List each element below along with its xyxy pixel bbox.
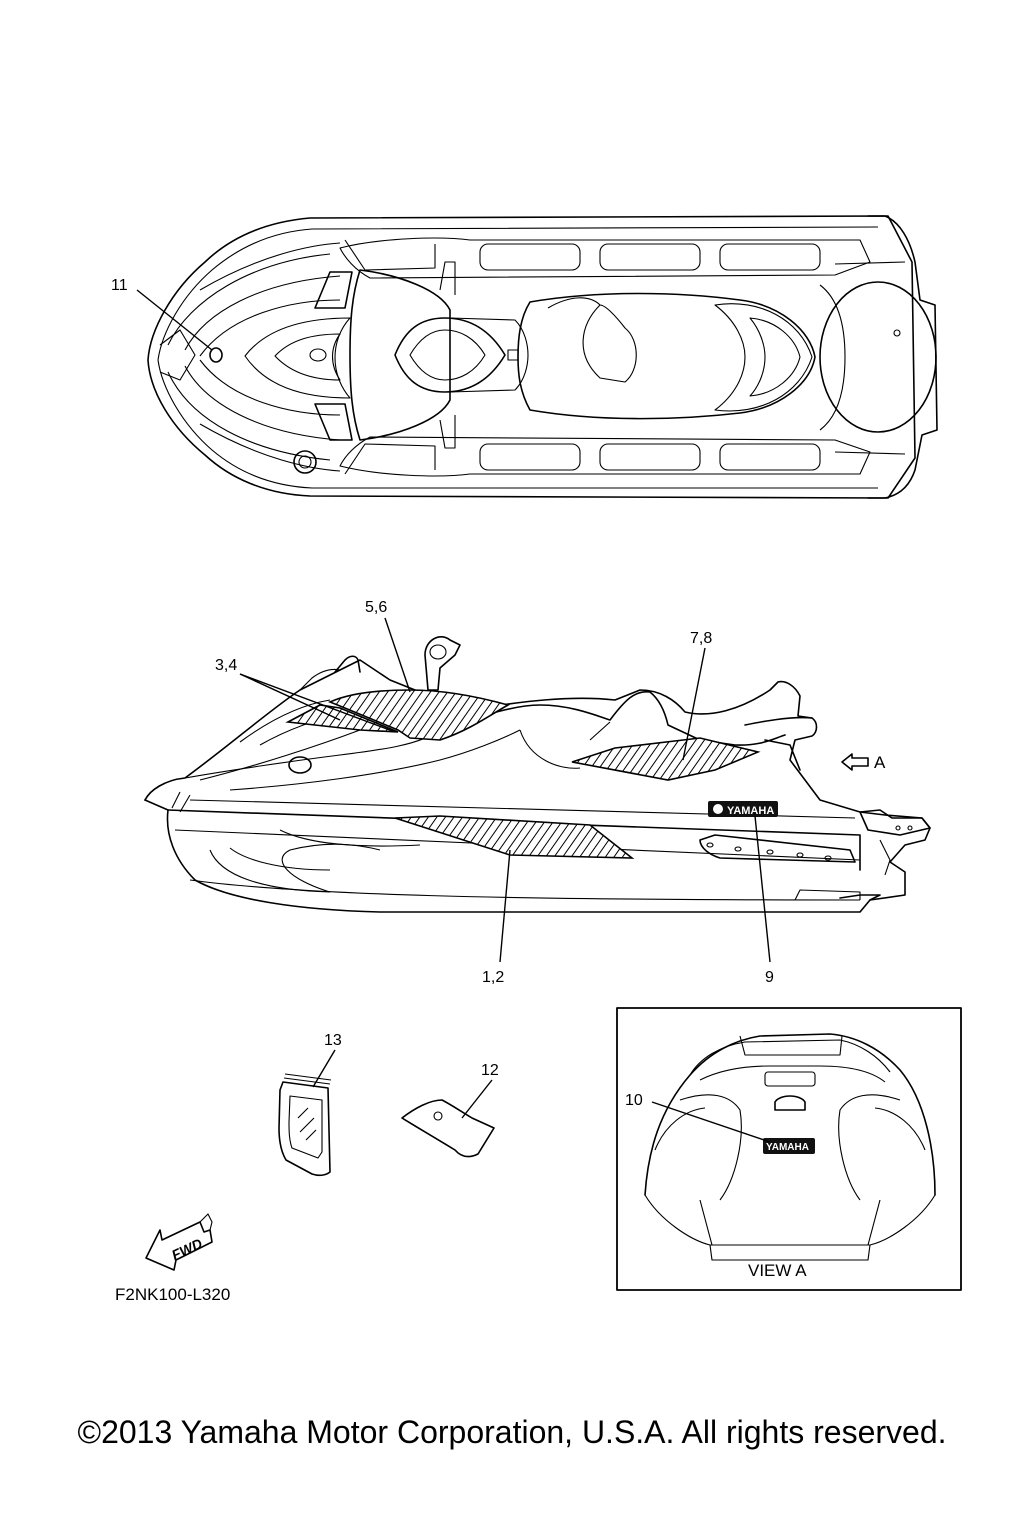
decal-10-yamaha bbox=[763, 1138, 815, 1154]
callout-9: 9 bbox=[765, 969, 774, 986]
callout-13: 13 bbox=[324, 1032, 342, 1049]
callout-10: 10 bbox=[625, 1092, 643, 1109]
fwd-label: FWD bbox=[169, 1235, 205, 1263]
decal-10-text: YAMAHA bbox=[766, 1142, 809, 1153]
callout-12: 12 bbox=[481, 1062, 499, 1079]
side-view-watercraft bbox=[144, 636, 931, 913]
decal-7-8 bbox=[571, 737, 761, 781]
decal-9-text: YAMAHA bbox=[727, 805, 774, 817]
decal-5-6 bbox=[327, 689, 511, 741]
view-a-indicator: A bbox=[874, 753, 886, 772]
callout-1-2: 1,2 bbox=[482, 969, 504, 986]
decal-1-2 bbox=[394, 815, 635, 859]
view-a-rear-view bbox=[644, 1033, 936, 1261]
copyright-text: ©2013 Yamaha Motor Corporation, U.S.A. A… bbox=[77, 1414, 947, 1450]
item-13-pouch bbox=[278, 1073, 332, 1177]
callout-5-6: 5,6 bbox=[365, 599, 387, 616]
top-view-watercraft bbox=[147, 215, 938, 499]
drawing-code: F2NK100-L320 bbox=[115, 1285, 230, 1304]
view-a-frame bbox=[616, 1007, 962, 1291]
view-a-arrow-icon bbox=[841, 753, 869, 771]
callout-11: 11 bbox=[111, 277, 128, 294]
decal-9-yamaha bbox=[708, 801, 778, 817]
fwd-arrow-icon: FWD bbox=[145, 1213, 213, 1271]
callout-7-8: 7,8 bbox=[690, 630, 712, 647]
item-12-part bbox=[401, 1099, 495, 1158]
callout-3-4: 3,4 bbox=[215, 657, 237, 674]
view-a-label: VIEW A bbox=[748, 1261, 807, 1280]
